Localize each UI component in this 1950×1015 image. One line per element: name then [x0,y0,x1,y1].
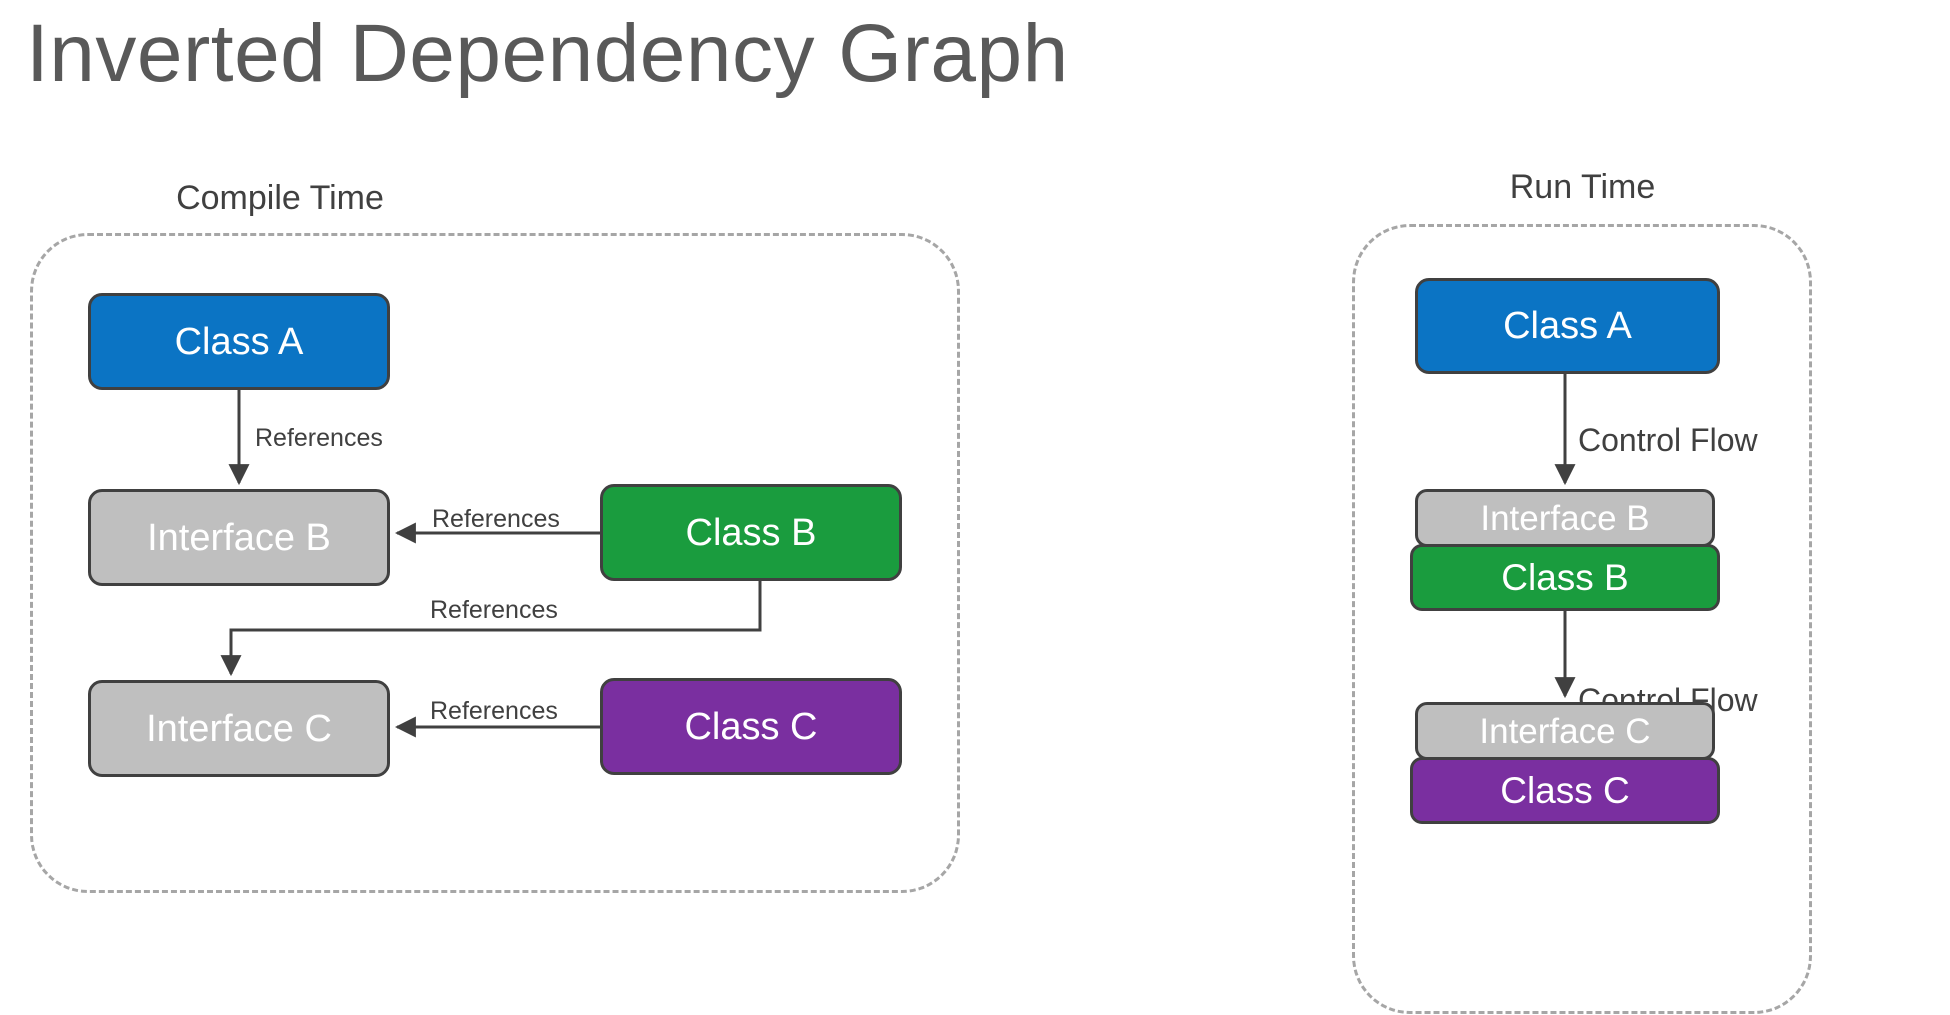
node-compile-interface-c[interactable]: Interface C [88,680,390,777]
node-compile-class-b[interactable]: Class B [600,484,902,581]
edge-label-class-c-references-interface-c: References [430,697,558,725]
node-runtime-class-b[interactable]: Class B [1410,544,1720,611]
node-compile-class-c[interactable]: Class C [600,678,902,775]
node-compile-class-a[interactable]: Class A [88,293,390,390]
node-runtime-class-c[interactable]: Class C [1410,757,1720,824]
run-time-caption: Run Time [1509,168,1656,206]
node-runtime-class-a[interactable]: Class A [1415,278,1720,374]
edge-label-runtime-a-to-b: Control Flow [1578,422,1758,458]
compile-time-caption: Compile Time [176,179,384,217]
node-runtime-interface-c[interactable]: Interface C [1415,702,1715,760]
compile-time-boundary [30,233,960,893]
node-compile-interface-b[interactable]: Interface B [88,489,390,586]
node-runtime-stack-c: Interface C Class C [1410,702,1720,824]
run-time-boundary [1352,224,1812,1014]
page-title: Inverted Dependency Graph [26,8,1069,99]
node-runtime-interface-b[interactable]: Interface B [1415,489,1715,547]
edge-label-class-b-references-interface-c: References [430,596,558,624]
edge-label-class-b-references-interface-b: References [432,505,560,533]
edge-label-class-a-references-interface-b: References [255,424,383,452]
node-runtime-stack-b: Interface B Class B [1410,489,1720,611]
